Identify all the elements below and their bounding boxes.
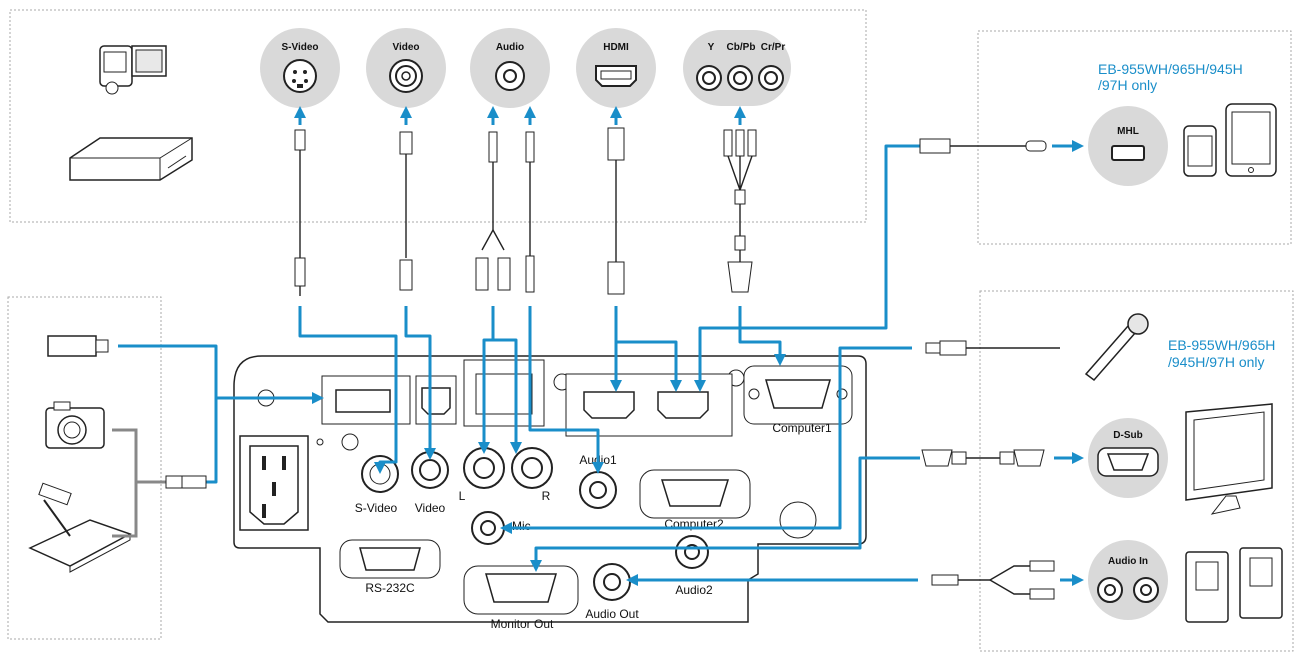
computer1-label: Computer1 bbox=[772, 421, 832, 435]
video-cable bbox=[399, 131, 413, 291]
component-cb-title: Cb/Pb bbox=[727, 42, 756, 53]
dvd-player-icon bbox=[69, 137, 193, 181]
video-port-title: Video bbox=[392, 42, 419, 53]
mhl-cable bbox=[919, 138, 1047, 154]
mic-label: Mic bbox=[512, 519, 531, 533]
audio-in-cable bbox=[931, 560, 1055, 600]
audio-port-bubble: Audio bbox=[470, 28, 550, 108]
mhl-note-line2: /97H only bbox=[1098, 77, 1157, 93]
audio-in-port-bubble: Audio In bbox=[1088, 540, 1168, 620]
component-cr-title: Cr/Pr bbox=[761, 42, 786, 53]
audio-port-title: Audio bbox=[496, 42, 524, 53]
rs232c-label: RS-232C bbox=[365, 581, 415, 595]
svideo-panel-label: S-Video bbox=[355, 501, 398, 515]
digital-camera-icon bbox=[45, 401, 105, 449]
hdmi-port-title: HDMI bbox=[603, 42, 629, 53]
output-device-group-box bbox=[979, 290, 1294, 652]
monitor-out-label: Monitor Out bbox=[491, 617, 554, 631]
audio-cable bbox=[475, 131, 535, 293]
component-port-bubble: Y Cb/Pb Cr/Pr bbox=[683, 30, 791, 106]
mhl-port-title: MHL bbox=[1117, 126, 1139, 137]
document-camera-icon bbox=[28, 482, 132, 573]
microphone-icon bbox=[1084, 313, 1149, 382]
smartphone-icon bbox=[1183, 125, 1217, 177]
video-panel-label: Video bbox=[415, 501, 446, 515]
mic-cable bbox=[925, 340, 1060, 356]
monitor-icon bbox=[1185, 403, 1273, 515]
projector-panel bbox=[233, 355, 867, 623]
usb-cable-gray bbox=[112, 428, 207, 538]
input-arrows bbox=[294, 106, 746, 125]
audio-left-label: L bbox=[459, 489, 466, 503]
hdmi-cable bbox=[607, 127, 625, 295]
audio2-label: Audio2 bbox=[675, 583, 713, 597]
component-y-title: Y bbox=[708, 42, 715, 53]
dsub-port-title: D-Sub bbox=[1113, 430, 1142, 441]
mhl-device-group-box bbox=[977, 30, 1292, 245]
mic-note-line2: /945H/97H only bbox=[1168, 354, 1265, 370]
usb-device-group-box bbox=[7, 296, 162, 640]
speakers-icon bbox=[1185, 547, 1283, 623]
svideo-port-title: S-Video bbox=[281, 42, 318, 53]
svideo-cable bbox=[294, 129, 306, 296]
usb-stick-icon bbox=[47, 335, 109, 357]
audio-right-label: R bbox=[542, 489, 551, 503]
tablet-icon bbox=[1225, 103, 1277, 177]
component-cable bbox=[723, 129, 757, 293]
hdmi-port-bubble: HDMI bbox=[576, 28, 656, 108]
audio-in-port-title: Audio In bbox=[1108, 556, 1148, 567]
mhl-note-line1: EB-955WH/965H/945H bbox=[1098, 61, 1243, 77]
routing-cables bbox=[118, 140, 1084, 586]
mic-note-line1: EB-955WH/965H bbox=[1168, 337, 1275, 353]
dsub-cable bbox=[921, 449, 1045, 467]
audio-out-label: Audio Out bbox=[585, 607, 639, 621]
camcorder-icon bbox=[99, 45, 167, 95]
dsub-port-bubble: D-Sub bbox=[1088, 418, 1168, 498]
svideo-port-bubble: S-Video bbox=[260, 28, 340, 108]
mhl-port-bubble: MHL bbox=[1088, 106, 1168, 186]
video-port-bubble: Video bbox=[366, 28, 446, 108]
video-source-group-box bbox=[9, 9, 867, 223]
